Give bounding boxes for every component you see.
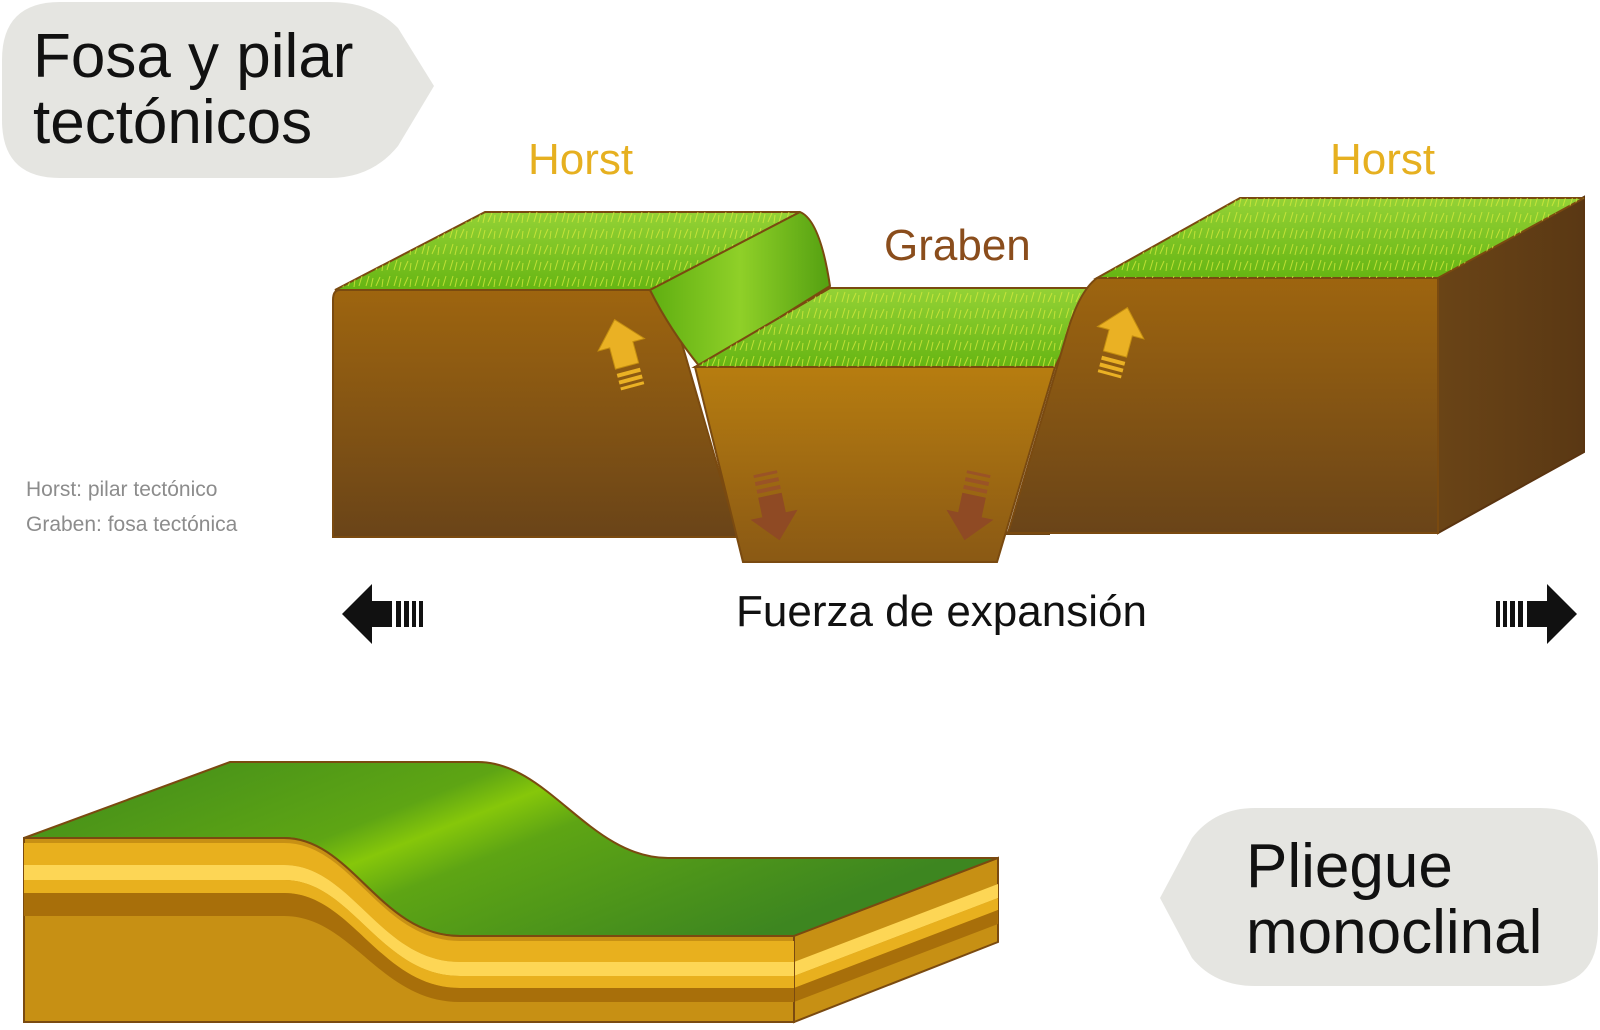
legend-horst: Horst: pilar tectónico (26, 478, 218, 501)
layer-yellow-2 (24, 880, 794, 988)
arrow-down-icon (946, 470, 994, 541)
horst-label-left: Horst (528, 135, 634, 184)
title-top-line-1: Fosa y pilar (33, 22, 354, 91)
horst-label-right: Horst (1330, 135, 1436, 184)
graben-label: Graben (884, 221, 1031, 270)
force-label: Fuerza de expansión (736, 587, 1147, 636)
title-bottom-line-2: monoclinal (1246, 898, 1543, 967)
arrow-up-icon (1096, 306, 1145, 379)
arrow-up-icon (597, 318, 646, 391)
title-bottom-line-1: Pliegue (1246, 832, 1453, 901)
graben-front (693, 366, 1057, 563)
layer-brown (24, 893, 794, 1002)
horst-right-front (1006, 277, 1439, 534)
arrow-left-icon (342, 584, 423, 644)
fault-scarp-green (648, 210, 832, 369)
title-top-line-2: tectónicos (33, 88, 313, 157)
arrow-down-icon (750, 470, 798, 541)
title-bubble-bottom (1160, 808, 1598, 986)
horst-block-left (332, 210, 832, 538)
monocline-block (23, 761, 999, 1024)
legend-graben: Graben: fosa tectónica (26, 513, 238, 536)
title-fosa-pilar: Fosa y pilar tectónicos (33, 24, 353, 156)
title-pliegue-monoclinal: Pliegue monoclinal (1246, 834, 1542, 966)
arrow-right-icon (1496, 584, 1577, 644)
layer-yellow-light (24, 865, 794, 976)
title-bubble-top (2, 2, 434, 178)
layer-yellow (24, 843, 794, 962)
horst-block-right (1006, 195, 1585, 535)
